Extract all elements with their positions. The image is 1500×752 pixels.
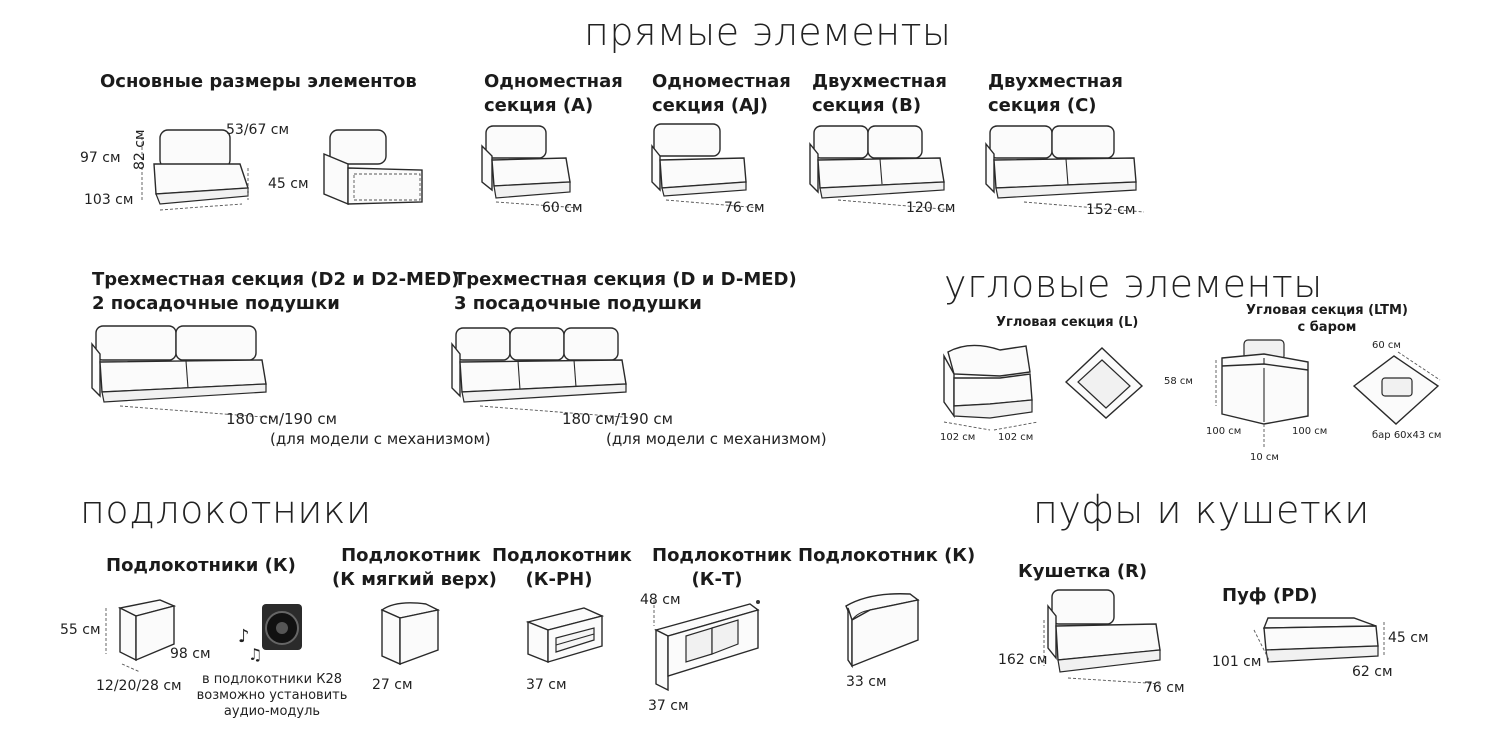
pouf-pd-dim45: 45 см <box>1388 630 1429 646</box>
corner-ltm-dim60: 60 см <box>1372 340 1401 351</box>
section-d-note: (для модели с механизмом) <box>606 430 827 448</box>
chaise-r-dim162: 162 см <box>998 652 1048 668</box>
section-aj-drawing <box>651 123 761 209</box>
armrest-k2-drawing <box>845 593 920 669</box>
pouf-pd-dim62: 62 см <box>1352 664 1393 680</box>
section-d2-dim: 180 см/190 см <box>226 410 337 428</box>
pouf-pd-title: Пуф (PD) <box>1222 585 1318 606</box>
svg-text:♫: ♫ <box>248 645 262 664</box>
armrest-k-t-dim37: 37 см <box>648 698 689 714</box>
pouf-pd-dim101: 101 см <box>1212 654 1262 670</box>
armrests-k-drawing <box>105 599 177 673</box>
corner-ltm-bar-dim: бар 60х43 см <box>1372 430 1442 441</box>
section-title-armrests: подлокотники <box>80 488 372 532</box>
corner-ltm-dim58: 58 см <box>1164 376 1193 387</box>
armrests-k-dim55: 55 см <box>60 622 101 638</box>
corner-l-dim2: 102 см <box>998 432 1034 443</box>
chaise-r-drawing <box>1043 589 1163 685</box>
svg-text:♪: ♪ <box>238 626 250 647</box>
section-a-dim: 60 см <box>542 200 583 216</box>
armrests-k-dim98: 98 см <box>170 646 211 662</box>
section-c-dim: 152 см <box>1086 202 1136 218</box>
audio-module-note: в подлокотники К28 возможно установить а… <box>196 672 348 719</box>
section-title-poufs: пуфы и кушетки <box>1033 488 1370 532</box>
corner-ltm-dim100a: 100 см <box>1206 426 1242 437</box>
armrests-k-dim12: 12/20/28 см <box>96 678 182 694</box>
chaise-r-title: Кушетка (R) <box>1018 561 1148 582</box>
armrest-k2-title: Подлокотник (К) <box>798 545 976 566</box>
main-sizes-title: Основные размеры элементов <box>100 71 417 92</box>
dim-45: 45 см <box>268 176 309 192</box>
section-b-dim: 120 см <box>906 200 956 216</box>
armrest-k-ph-drawing <box>525 607 605 664</box>
corner-l-top-drawing <box>1064 347 1144 419</box>
armrest-k-t-dim48: 48 см <box>640 592 681 608</box>
dim-53-67: 53/67 см <box>226 122 290 138</box>
corner-ltm-title: Угловая секция (LTM)с баром <box>1246 303 1408 335</box>
corner-l-title: Угловая секция (L) <box>996 315 1139 330</box>
section-b-drawing <box>809 125 955 211</box>
corner-ltm-dim100b: 100 см <box>1292 426 1328 437</box>
section-d-title: Трехместная секция (D и D-MED)3 посадочн… <box>454 269 797 314</box>
section-c-drawing <box>985 125 1145 213</box>
armrest-k-ph-title: Подлокотник(К-PH) <box>492 545 632 590</box>
armrest-k-soft-drawing <box>380 602 441 666</box>
armrest-k-soft-dim: 27 см <box>372 677 413 693</box>
main-size-sofa-drawing <box>141 129 249 211</box>
pouf-pd-drawing <box>1253 617 1385 663</box>
dim-103: 103 см <box>84 192 134 208</box>
chaise-r-dim76: 76 см <box>1144 680 1185 696</box>
section-title-straight: прямые элементы <box>584 10 952 54</box>
section-d-drawing <box>451 327 637 419</box>
armrest-k2-dim: 33 см <box>846 674 887 690</box>
armrest-k-t-title: Подлокотник(К-Т) <box>652 545 792 590</box>
main-size-sofa-side-drawing <box>323 129 423 206</box>
section-d2-note: (для модели с механизмом) <box>270 430 491 448</box>
section-title-corner: угловые элементы <box>944 262 1323 306</box>
section-a-drawing <box>481 125 581 209</box>
armrest-k-ph-dim: 37 см <box>526 677 567 693</box>
section-d2-title: Трехместная секция (D2 и D2-MED)2 посадо… <box>92 269 460 314</box>
audio-speaker-icon: ♪ ♫ <box>238 604 302 664</box>
armrest-k-t-drawing <box>653 600 760 692</box>
armrest-k-soft-title: Подлокотник(К мягкий верх) <box>332 545 497 590</box>
corner-ltm-drawing <box>1215 339 1309 448</box>
corner-l-dim1: 102 см <box>940 432 976 443</box>
armrests-k-title: Подлокотники (К) <box>106 555 296 576</box>
section-aj-dim: 76 см <box>724 200 765 216</box>
section-d2-drawing <box>91 325 277 419</box>
dim-97: 97 см <box>80 150 121 166</box>
dim-82: 82 см <box>132 129 148 170</box>
section-d-dim: 180 см/190 см <box>562 410 673 428</box>
corner-ltm-bar-drawing <box>1352 351 1441 425</box>
corner-l-drawing <box>943 344 1039 431</box>
corner-ltm-dim10: 10 см <box>1250 452 1279 463</box>
